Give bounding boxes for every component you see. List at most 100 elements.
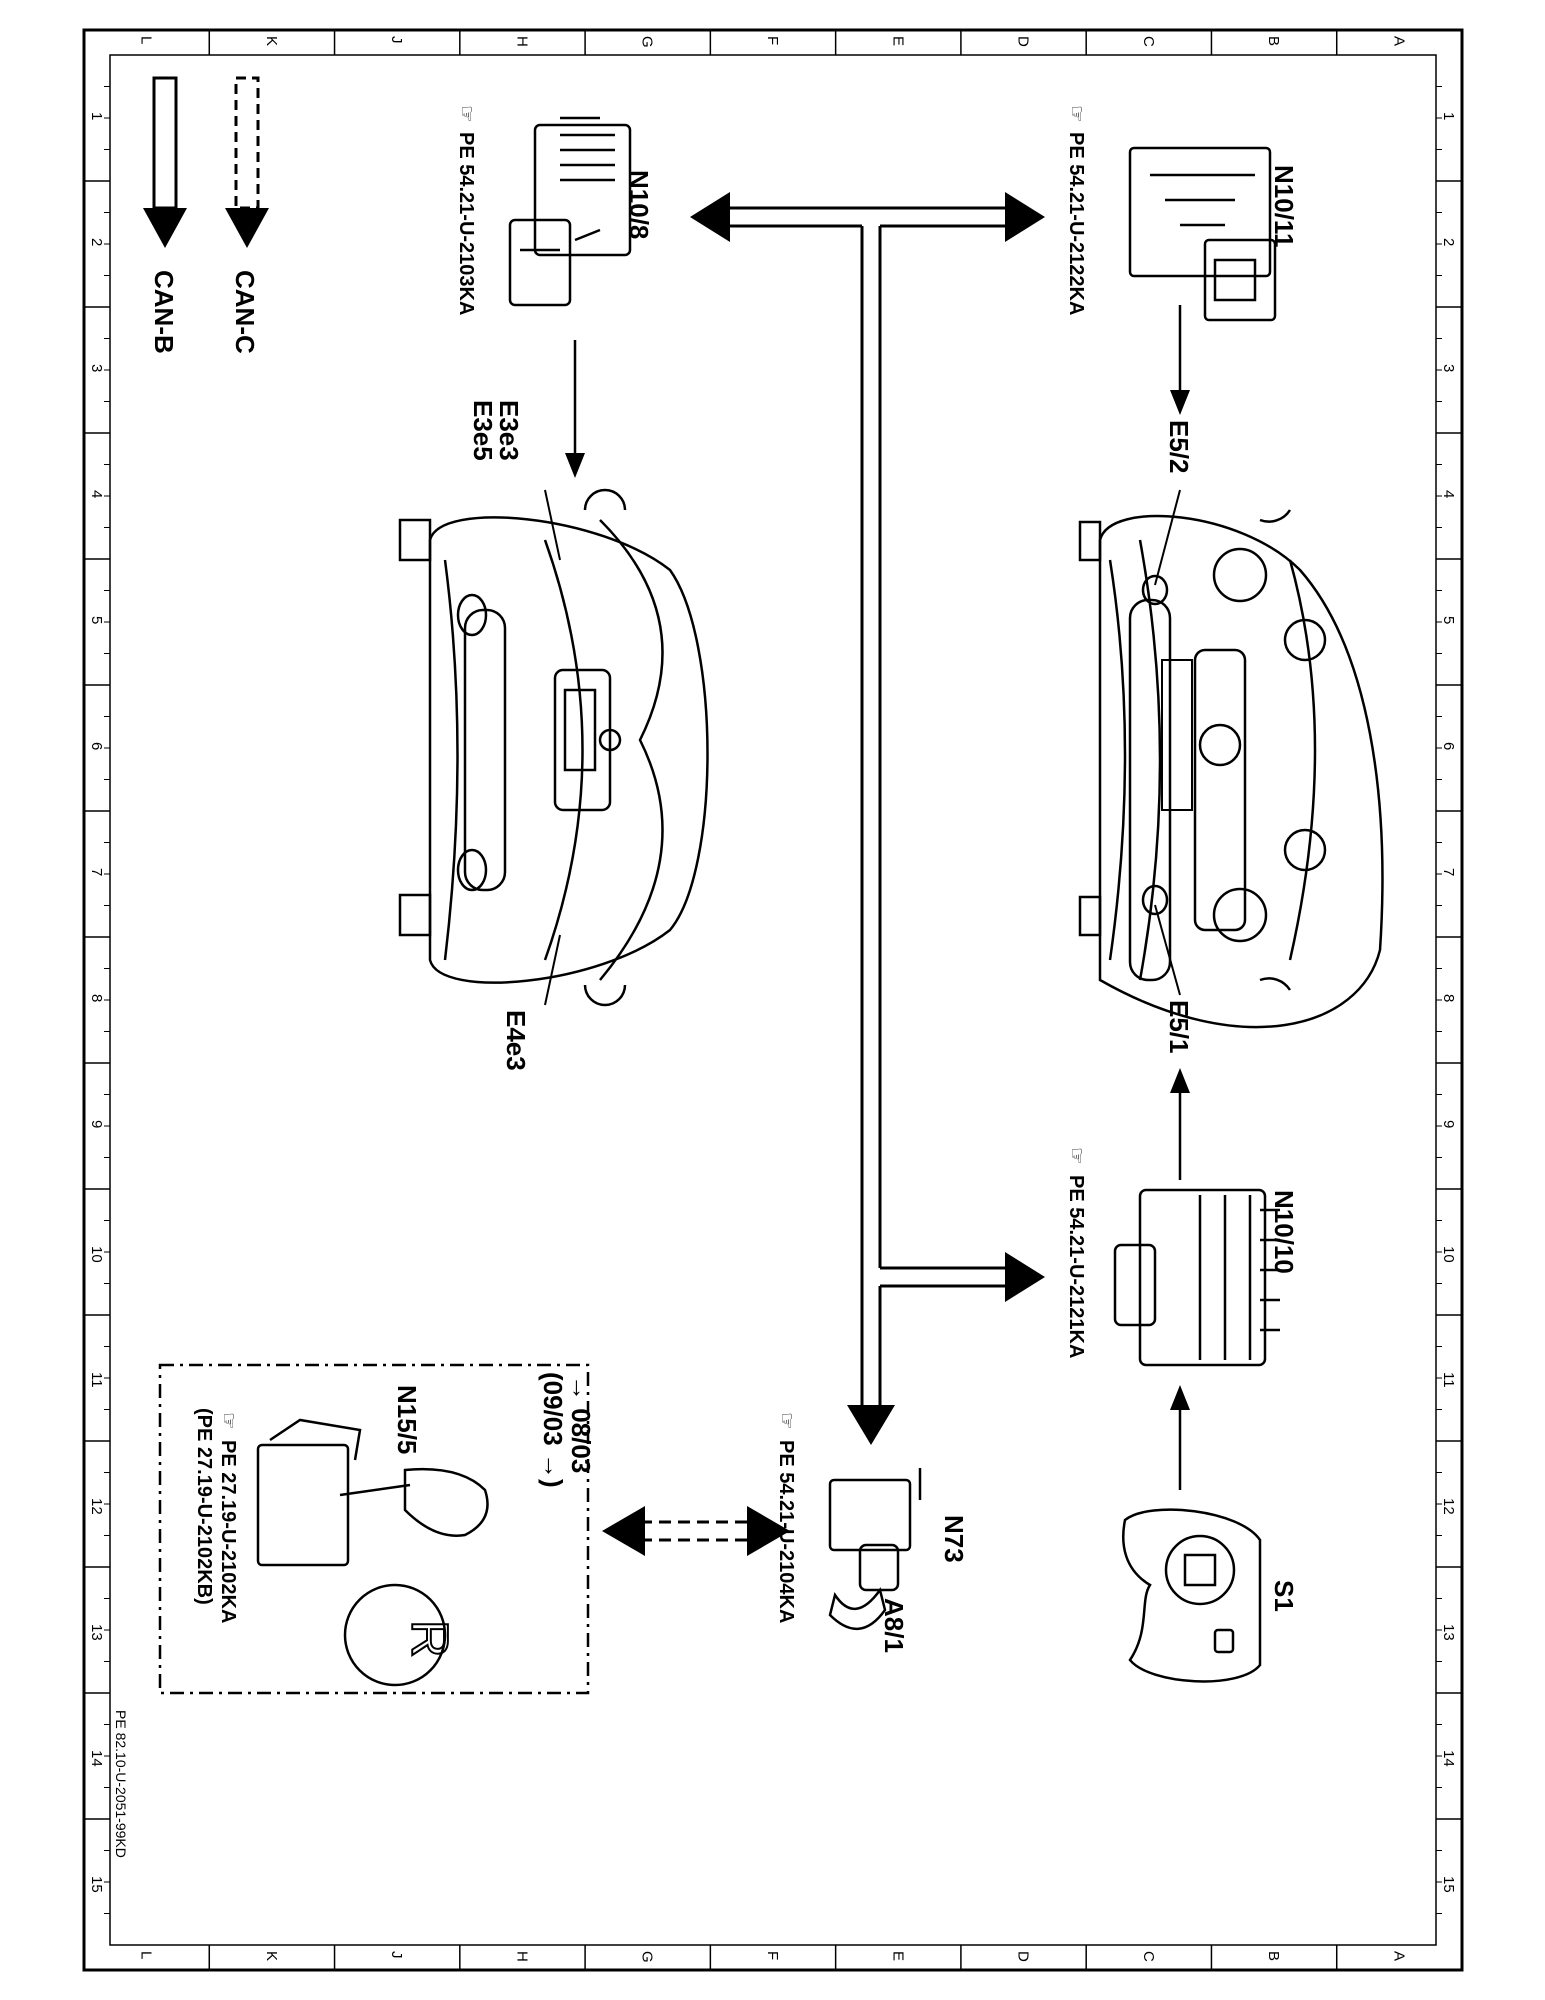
e5-1-leader bbox=[1154, 904, 1181, 996]
grid-row-label: 12 bbox=[88, 1498, 105, 1515]
grid-row-label: 7 bbox=[1440, 868, 1457, 876]
e5-2-module-box bbox=[1161, 659, 1193, 811]
arrow-to-n73-icon bbox=[847, 1405, 895, 1445]
e5-1-label: E5/1 bbox=[1164, 1000, 1194, 1054]
can-c-arrow-left-icon bbox=[602, 1506, 645, 1556]
grid-column-label: K bbox=[263, 36, 280, 46]
e4e3-leader bbox=[544, 934, 561, 1006]
legend-can-b: CAN-B bbox=[149, 270, 179, 354]
n10-8-ref: PE 54.21-U-2103KA bbox=[455, 132, 477, 315]
grid-row-label: 14 bbox=[88, 1750, 105, 1767]
n10-11-to-e5-2-arrow-icon bbox=[1170, 390, 1190, 415]
grid-row-label: 13 bbox=[88, 1624, 105, 1641]
can-b-arrow-icon bbox=[143, 76, 187, 248]
grid-row-label: 8 bbox=[88, 994, 105, 1002]
n10-11-module-icon bbox=[1128, 146, 1277, 322]
arrow-to-n10-10-icon bbox=[1005, 1252, 1045, 1302]
grid-column-label: D bbox=[1015, 1951, 1032, 1962]
grid-column-label: G bbox=[639, 36, 656, 48]
hand-ref-icon: ☞ bbox=[1065, 1147, 1087, 1165]
grid-row-label: 4 bbox=[1440, 490, 1457, 498]
grid-row-label: 10 bbox=[1440, 1246, 1457, 1263]
n73-ezs-icon bbox=[828, 1468, 922, 1631]
grid-column-label: H bbox=[513, 36, 530, 47]
grid-row-label: 15 bbox=[1440, 1876, 1457, 1893]
grid-column-label: D bbox=[1015, 36, 1032, 47]
s1-label: S1 bbox=[1269, 1580, 1299, 1612]
n15-5-date-b: (09/03 →) bbox=[538, 1372, 568, 1488]
hand-ref-icon: ☞ bbox=[775, 1412, 797, 1430]
grid-row-label: 2 bbox=[1440, 238, 1457, 246]
can-c-arrow-icon bbox=[225, 76, 269, 248]
legend: CAN-B CAN-C bbox=[143, 76, 269, 354]
grid-column-label: A bbox=[1390, 1951, 1407, 1961]
e5-2-leader bbox=[1154, 489, 1181, 586]
grid-row-label: 9 bbox=[1440, 1120, 1457, 1128]
n15-5-ref-b: (PE 27.19-U-2102KB) bbox=[193, 1408, 215, 1605]
can-c-arrow-right-icon bbox=[747, 1506, 790, 1556]
grid-column-label: J bbox=[388, 36, 405, 44]
grid-row-label: 11 bbox=[1440, 1372, 1457, 1388]
grid-column-label: A bbox=[1390, 36, 1407, 46]
grid-column-label: L bbox=[138, 1951, 155, 1959]
n10-10-ref: PE 54.21-U-2121KA bbox=[1065, 1175, 1087, 1358]
arrow-to-n10-11-icon bbox=[1005, 192, 1045, 242]
hand-ref-icon: ☞ bbox=[455, 105, 477, 123]
grid-row-label: 13 bbox=[1440, 1624, 1457, 1641]
n10-11-ref: PE 54.21-U-2122KA bbox=[1065, 132, 1087, 315]
grid-row-label: 6 bbox=[1440, 742, 1457, 750]
grid-row-label: 3 bbox=[88, 364, 105, 372]
grid-column-label: K bbox=[263, 1951, 280, 1961]
grid-row-label: 5 bbox=[88, 616, 105, 624]
grid-column-label: H bbox=[513, 1951, 530, 1962]
grid-column-label: B bbox=[1265, 1951, 1282, 1961]
grid-column-label: C bbox=[1140, 36, 1157, 47]
grid-row-label: 4 bbox=[88, 490, 105, 498]
n15-5-label: N15/5 bbox=[392, 1385, 422, 1454]
can-b-bus bbox=[720, 206, 1010, 1410]
grid-column-label: F bbox=[764, 1951, 781, 1960]
grid-row-label: 10 bbox=[88, 1246, 105, 1263]
n73-ref: PE 54.21-U-2104KA bbox=[775, 1440, 797, 1623]
grid-row-label: 2 bbox=[88, 238, 105, 246]
grid-row-label: 1 bbox=[88, 112, 105, 120]
grid-row-label: 14 bbox=[1440, 1750, 1457, 1767]
grid-row-label: 7 bbox=[88, 868, 105, 876]
car-front-view bbox=[1078, 509, 1384, 1029]
n10-10-module-icon bbox=[1113, 1188, 1280, 1367]
grid-column-label: E bbox=[889, 1951, 906, 1961]
n10-8-label: N10/8 bbox=[624, 170, 654, 239]
inner-frame bbox=[109, 54, 1437, 1946]
grid-row-label: 6 bbox=[88, 742, 105, 750]
s1-to-n10-10-arrow-icon bbox=[1170, 1385, 1190, 1410]
n73-label: N73 bbox=[939, 1515, 969, 1563]
grid-column-label: J bbox=[388, 1951, 405, 1959]
n10-10-to-e5-1-arrow-icon bbox=[1170, 1068, 1190, 1093]
grid-column-label: C bbox=[1140, 1951, 1157, 1962]
reverse-gear-letter: R bbox=[400, 1620, 458, 1658]
grid-column-label: F bbox=[764, 36, 781, 45]
drawing-id: PE 82.10-U-2051-99KD bbox=[113, 1710, 129, 1858]
grid-row-label: 5 bbox=[1440, 616, 1457, 624]
grid-row-label: 1 bbox=[1440, 112, 1457, 120]
hand-ref-icon: ☞ bbox=[217, 1412, 239, 1430]
outer-frame bbox=[82, 28, 1464, 1972]
n15-5-variant-box bbox=[158, 1363, 590, 1695]
grid-row-label: 12 bbox=[1440, 1498, 1457, 1515]
e5-2-label: E5/2 bbox=[1164, 420, 1194, 474]
n10-11-label: N10/11 bbox=[1269, 165, 1299, 247]
s1-switch-icon bbox=[1122, 1508, 1262, 1683]
grid-row-label: 11 bbox=[88, 1372, 105, 1388]
hand-ref-icon: ☞ bbox=[1065, 105, 1087, 123]
e3e3-leader bbox=[544, 489, 561, 561]
reverse-gear-badge: R bbox=[343, 1583, 459, 1687]
can-c-link bbox=[602, 1506, 790, 1556]
legend-can-c: CAN-C bbox=[230, 270, 260, 354]
grid-column-label: G bbox=[639, 1951, 656, 1963]
grid-column-label: B bbox=[1265, 36, 1282, 46]
grid-column-label: L bbox=[138, 36, 155, 44]
